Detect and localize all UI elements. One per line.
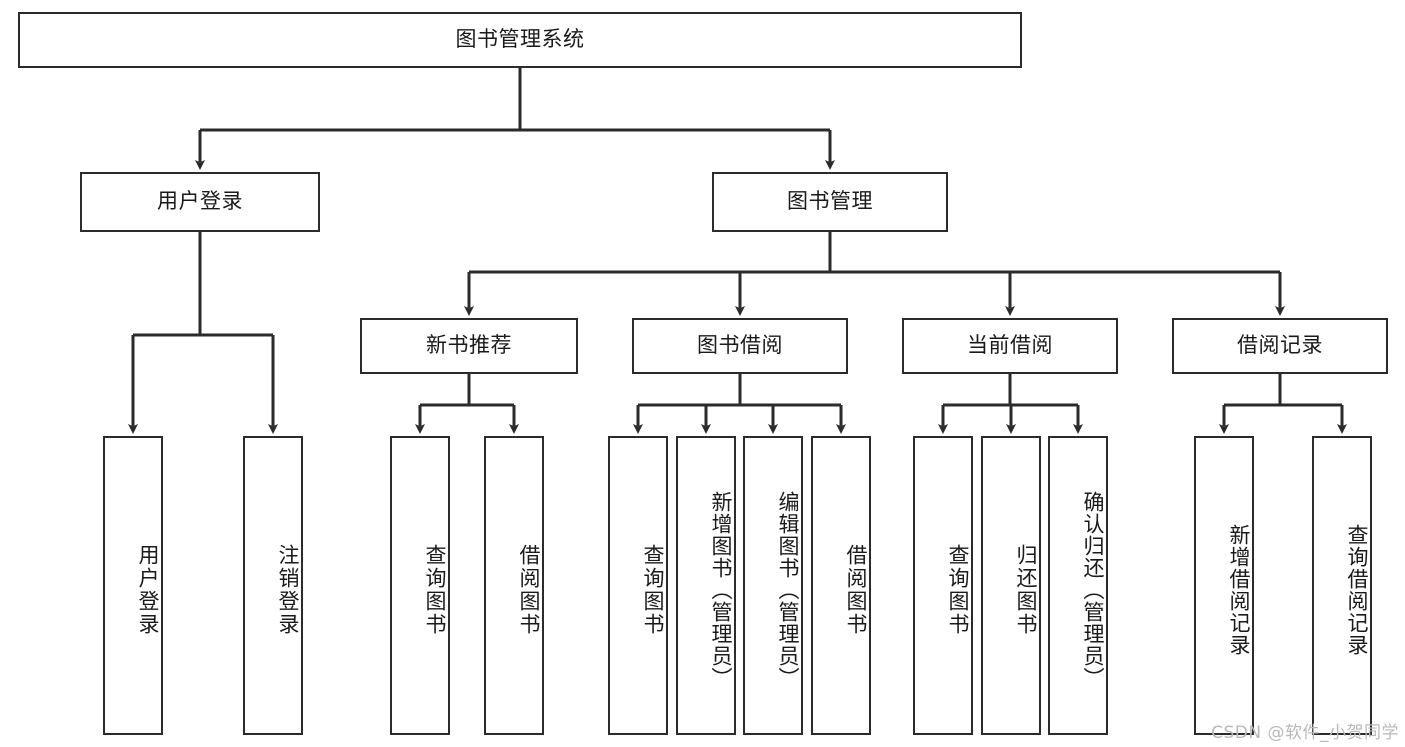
node-book-manage[interactable]: 图书管理	[712, 172, 948, 232]
leaf-label: 查询图书	[946, 543, 970, 636]
node-user-login[interactable]: 用户登录	[80, 172, 320, 232]
leaf-label: 用户登录	[136, 543, 160, 636]
leaf-edit-book[interactable]: 编辑图书（管理员）	[743, 436, 803, 735]
leaf-label: 查询图书	[423, 543, 447, 636]
leaf-query-record[interactable]: 查询借阅记录	[1312, 436, 1372, 735]
leaf-borrow-book-1[interactable]: 借阅图书	[484, 436, 544, 735]
leaf-query-book-3[interactable]: 查询图书	[913, 436, 973, 735]
leaf-return-book[interactable]: 归还图书	[981, 436, 1041, 735]
leaf-label: 注销登录	[276, 543, 300, 636]
leaf-label: 新增图书（管理员）	[709, 490, 733, 689]
leaf-label: 确认归还（管理员）	[1081, 490, 1105, 689]
leaf-query-book-1[interactable]: 查询图书	[390, 436, 450, 735]
leaf-user-login[interactable]: 用户登录	[103, 436, 163, 735]
csdn-watermark: CSDN @软件_小贺同学	[1211, 723, 1399, 743]
leaf-add-book[interactable]: 新增图书（管理员）	[676, 436, 736, 735]
leaf-label: 新增借阅记录	[1227, 523, 1251, 656]
leaf-label: 借阅图书	[844, 543, 868, 636]
leaf-confirm-return[interactable]: 确认归还（管理员）	[1048, 436, 1108, 735]
leaf-label: 归还图书	[1014, 543, 1038, 636]
leaf-query-book-2[interactable]: 查询图书	[608, 436, 668, 735]
leaf-label: 查询借阅记录	[1345, 523, 1369, 656]
leaf-logout[interactable]: 注销登录	[243, 436, 303, 735]
leaf-borrow-book-2[interactable]: 借阅图书	[811, 436, 871, 735]
leaf-add-record[interactable]: 新增借阅记录	[1194, 436, 1254, 735]
node-root[interactable]: 图书管理系统	[18, 12, 1022, 68]
node-book-borrow[interactable]: 图书借阅	[632, 318, 848, 374]
leaf-label: 查询图书	[641, 543, 665, 636]
node-current-borrow[interactable]: 当前借阅	[902, 318, 1118, 374]
leaf-label: 编辑图书（管理员）	[776, 490, 800, 689]
node-borrow-record[interactable]: 借阅记录	[1172, 318, 1388, 374]
node-new-book-recommend[interactable]: 新书推荐	[360, 318, 578, 374]
leaf-label: 借阅图书	[517, 543, 541, 636]
